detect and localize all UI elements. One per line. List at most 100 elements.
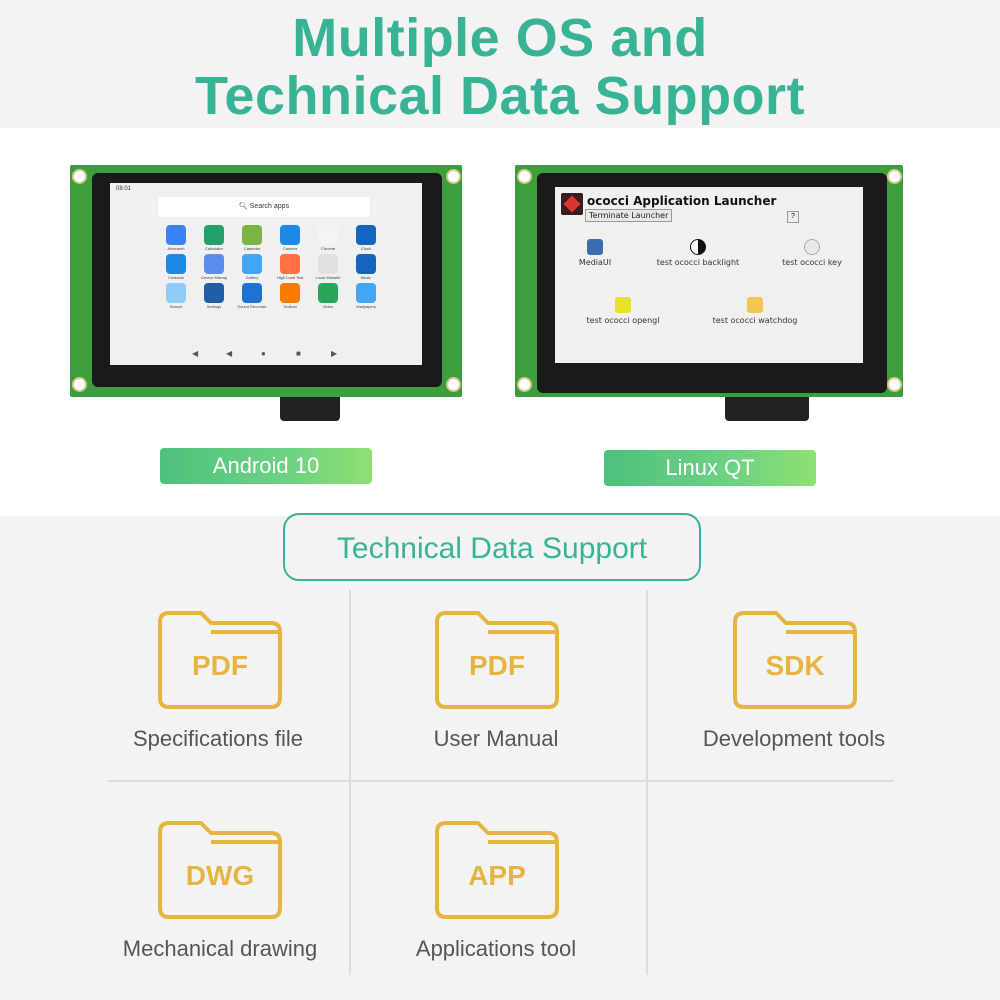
linux-badge: Linux QT <box>604 450 816 486</box>
flex-cable <box>280 397 340 421</box>
folder-tag: DWG <box>185 860 255 891</box>
app-icon[interactable] <box>204 283 224 303</box>
folder-icon[interactable]: SDK <box>732 610 858 710</box>
launcher-item-mediaui[interactable]: MediaUI <box>573 239 617 267</box>
app-icon[interactable] <box>318 283 338 303</box>
launcher-item-label: MediaUI <box>578 258 612 267</box>
document-label: User Manual <box>433 726 559 751</box>
launcher-item-backlight[interactable]: test ococci backlight <box>643 239 753 267</box>
search-apps-input[interactable]: 🔍︎ Search apps <box>158 197 370 217</box>
status-time: 08:01 <box>116 186 132 192</box>
app-label: High Load Test <box>276 275 304 280</box>
app-label: Search <box>169 304 183 309</box>
document-label: Specifications file <box>133 726 303 751</box>
app-icon[interactable] <box>204 225 224 245</box>
search-icon: 🔍︎ <box>238 203 248 210</box>
flex-cable <box>725 397 809 421</box>
android-nav-bar: ◀ ◀ ● ■ ▶ <box>110 349 422 359</box>
app-label: Toolbox <box>283 304 297 309</box>
document-label: Applications tool <box>415 936 577 961</box>
folder-icon[interactable]: DWG <box>157 820 283 920</box>
app-icon[interactable] <box>204 254 224 274</box>
app-label: Settings <box>206 304 222 309</box>
app-label: Contacts <box>168 275 184 280</box>
launcher-item-key[interactable]: test ococci key <box>767 239 857 267</box>
app-icon[interactable] <box>356 254 376 274</box>
linux-screen: ococci Application Launcher Terminate La… <box>555 187 863 363</box>
app-icon[interactable] <box>242 283 262 303</box>
app-icon[interactable] <box>280 225 300 245</box>
volume-down-icon[interactable]: ◀ <box>192 349 199 358</box>
folder-tag: SDK <box>765 650 825 681</box>
grid-divider <box>108 780 894 782</box>
back-icon[interactable]: ◀ <box>226 349 233 358</box>
mount-hole <box>517 377 532 392</box>
app-label: Airsearch <box>167 246 185 251</box>
app-label: Calculator <box>204 246 223 251</box>
app-label: Clock <box>360 246 371 251</box>
app-icon[interactable] <box>318 225 338 245</box>
launcher-item-watchdog[interactable]: test ococci watchdog <box>695 297 815 325</box>
qt-icon <box>615 297 631 313</box>
film-icon <box>587 239 603 255</box>
grid-divider <box>349 590 351 975</box>
app-icon[interactable] <box>356 283 376 303</box>
launcher-title: ococci Application Launcher <box>587 194 777 208</box>
launcher-item-label: test ococci backlight <box>656 258 740 267</box>
android-display-board: 08:01 🔍︎ Search apps Airsearch Calculator… <box>70 165 462 421</box>
mount-hole <box>72 169 87 184</box>
dog-icon <box>747 297 763 313</box>
app-label: Wallpapers <box>356 304 376 309</box>
folder-icon[interactable]: PDF <box>434 610 560 710</box>
recents-icon[interactable]: ■ <box>296 349 301 358</box>
ococci-logo-icon <box>561 193 583 215</box>
key-icon <box>804 239 820 255</box>
linux-display-board: ococci Application Launcher Terminate La… <box>515 165 903 421</box>
mount-hole <box>887 377 902 392</box>
android-badge: Android 10 <box>160 448 372 484</box>
mount-hole <box>446 169 461 184</box>
search-placeholder: Search apps <box>249 203 290 210</box>
app-label: Gallery <box>245 275 259 280</box>
document-label: Mechanical drawing <box>122 936 318 961</box>
android-screen: 08:01 🔍︎ Search apps Airsearch Calculator… <box>110 183 422 365</box>
app-icon[interactable] <box>280 254 300 274</box>
document-label: Development tools <box>702 726 886 751</box>
terminate-launcher-button[interactable]: Terminate Launcher <box>585 209 673 222</box>
folder-icon[interactable]: PDF <box>157 610 283 710</box>
volume-up-icon[interactable]: ▶ <box>331 349 338 358</box>
app-label: Camera <box>282 246 298 251</box>
folder-tag: PDF <box>192 650 248 681</box>
launcher-item-opengl[interactable]: test ococci opengl <box>573 297 673 325</box>
launcher-item-label: test ococci key <box>782 258 842 267</box>
page-title-line1: Multiple OS and <box>292 8 708 68</box>
launcher-item-label: test ococci watchdog <box>712 316 798 325</box>
app-label: Music <box>360 275 372 280</box>
app-icon[interactable] <box>166 254 186 274</box>
help-button[interactable]: ? <box>787 211 799 223</box>
mount-hole <box>446 377 461 392</box>
mount-hole <box>72 377 87 392</box>
app-icon[interactable] <box>280 283 300 303</box>
launcher-item-label: test ococci opengl <box>586 316 660 325</box>
app-icon[interactable] <box>318 254 338 274</box>
contrast-icon <box>690 239 706 255</box>
app-icon[interactable] <box>166 283 186 303</box>
app-icon[interactable] <box>356 225 376 245</box>
app-label: Local Website <box>315 275 341 280</box>
app-icon[interactable] <box>242 225 262 245</box>
page-title-line2: Technical Data Support <box>194 66 806 126</box>
app-label: Device Manag <box>201 275 227 280</box>
app-icon[interactable] <box>242 254 262 274</box>
app-label: Video <box>322 304 334 309</box>
app-label: Calendar <box>243 246 261 251</box>
grid-divider <box>646 590 648 975</box>
app-label: Chrome <box>320 246 336 251</box>
folder-tag: PDF <box>469 650 525 681</box>
technical-data-support-button[interactable]: Technical Data Support <box>283 513 701 581</box>
app-label: Sound Recorder <box>237 304 267 309</box>
folder-icon[interactable]: APP <box>434 820 560 920</box>
home-icon[interactable]: ● <box>261 349 266 358</box>
app-icon[interactable] <box>166 225 186 245</box>
folder-tag: APP <box>468 860 526 891</box>
